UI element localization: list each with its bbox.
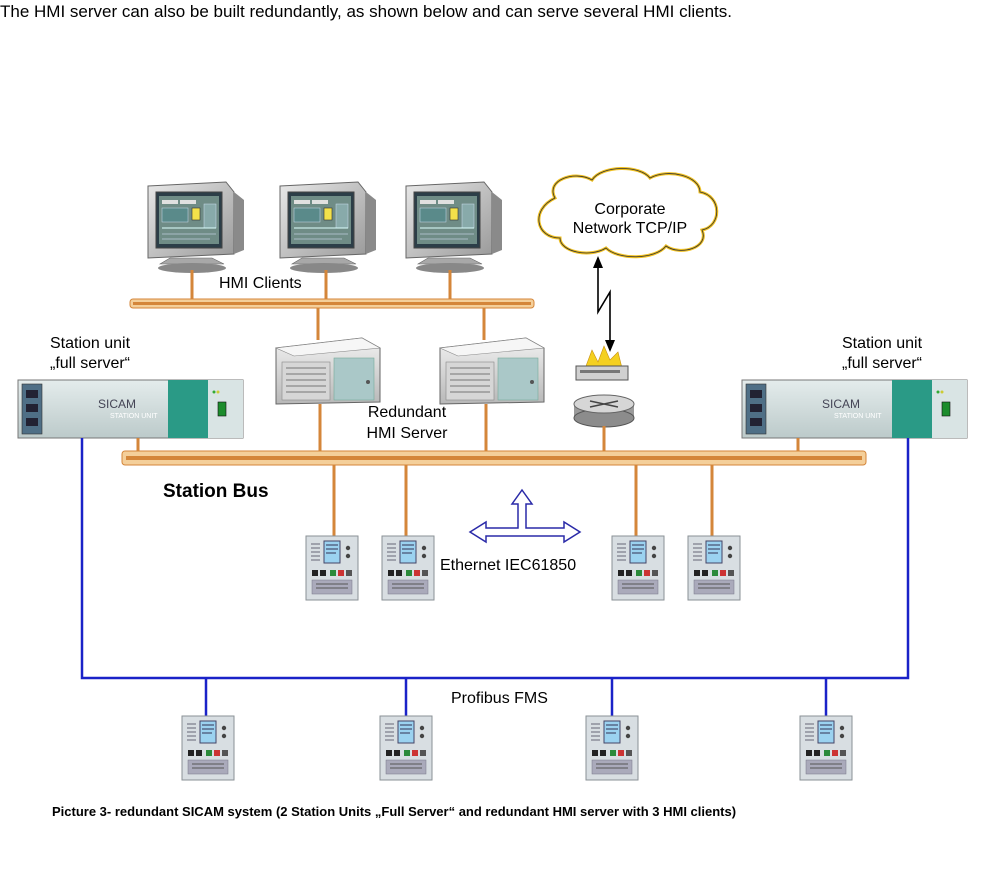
hmi-server-2 <box>439 337 545 405</box>
hmi-clients-label: HMI Clients <box>219 275 302 292</box>
intro-text: The HMI server can also be built redunda… <box>0 2 732 21</box>
ethernet-label: Ethernet IEC61850 <box>440 557 577 574</box>
ied-ethernet-1 <box>305 535 359 601</box>
station-unit-left-subtext: STATION UNIT <box>110 413 158 420</box>
hmi-client-monitor-3 <box>405 181 503 274</box>
hmi-client-monitor-1 <box>147 181 245 274</box>
station-unit-right-subtext: STATION UNIT <box>834 413 882 420</box>
router-icon <box>573 394 635 428</box>
redundant-line2: HMI Server <box>366 425 448 442</box>
station-unit-right-line1: Station unit <box>842 335 923 352</box>
ied-ethernet-4 <box>687 535 741 601</box>
station-unit-right-brand: SICAM <box>822 397 860 411</box>
wan-link <box>597 258 611 350</box>
redundant-hmi-server-label: Redundant HMI Server <box>352 402 462 444</box>
station-unit-right-label: Station unit „full server“ <box>842 334 922 374</box>
profibus-fms-line <box>80 438 910 716</box>
station-bus-label: Station Bus <box>163 481 269 502</box>
station-unit-left-brand: SICAM <box>98 397 136 411</box>
ied-ethernet-3 <box>611 535 665 601</box>
ied-profibus-4 <box>799 715 853 781</box>
station-bus-upper-drops <box>136 404 800 452</box>
hmi-server-1 <box>275 337 381 405</box>
redundant-line1: Redundant <box>367 404 447 421</box>
firewall-icon <box>575 345 629 381</box>
station-bus-lower-drops <box>332 465 714 536</box>
cloud-label: Corporate Network TCP/IP <box>560 200 700 238</box>
station-unit-left-line2: „full server“ <box>50 355 131 372</box>
cloud-label-line1: Corporate <box>594 201 666 218</box>
profibus-label: Profibus FMS <box>451 690 548 707</box>
ied-profibus-2 <box>379 715 433 781</box>
ethernet-arrows-icon <box>468 488 582 544</box>
hmi-client-monitor-2 <box>279 181 377 274</box>
client-bus-drops <box>190 270 486 340</box>
station-unit-left-line1: Station unit <box>50 335 131 352</box>
ied-profibus-1 <box>181 715 235 781</box>
station-unit-right-line2: „full server“ <box>842 355 923 372</box>
cloud-label-line2: Network TCP/IP <box>572 220 688 237</box>
ied-profibus-3 <box>585 715 639 781</box>
station-unit-left-label: Station unit „full server“ <box>50 334 130 374</box>
figure-caption: Picture 3- redundant SICAM system (2 Sta… <box>52 804 737 819</box>
ied-ethernet-2 <box>381 535 435 601</box>
